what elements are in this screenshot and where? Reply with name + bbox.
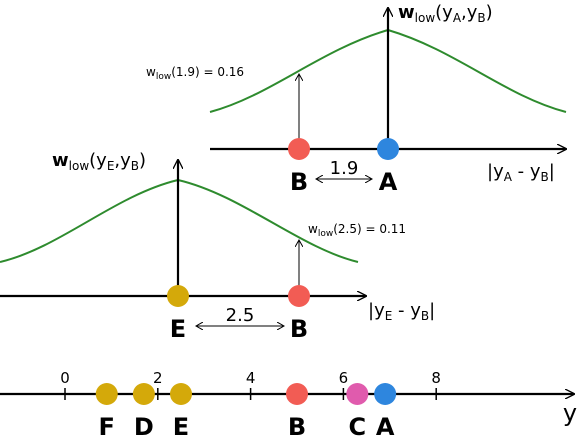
top-label-A: A: [379, 168, 398, 196]
number-line-tick-label: 4: [246, 369, 256, 387]
top-distance-label: 1.9: [330, 158, 359, 179]
top-weight-annotation: wlow(1.9) = 0.16: [146, 65, 244, 82]
bottom-weight-annotation: wlow(2.5) = 0.11: [308, 222, 406, 239]
number-line-point-label-F: F: [99, 413, 115, 440]
number-line-points: [95, 383, 397, 405]
number-line-point-C: [346, 383, 369, 405]
bottom-point-E: [167, 285, 189, 307]
number-line-point-label-A: A: [376, 413, 395, 440]
top-point-A: [377, 138, 399, 160]
bottom-point-B: [288, 285, 310, 307]
top-point-B: [288, 138, 310, 160]
number-line-tick-label: 8: [431, 369, 441, 387]
number-line-point-E: [170, 383, 192, 405]
number-line-ticks: 0 2 4 6 8: [60, 369, 441, 400]
bottom-y-axis-label: wlow(yE,yB): [52, 150, 146, 173]
top-x-axis-label: |yA - yB|: [487, 161, 555, 184]
number-line-point-F: [95, 383, 118, 405]
number-line-point-D: [132, 383, 155, 405]
number-line-axis-label: y: [563, 399, 577, 427]
number-line-point-label-E: E: [173, 413, 189, 440]
bottom-label-E: E: [170, 315, 186, 343]
bottom-panel: E B 2.5 wlow(yE,yB) |yE - yB| wlow(2.5) …: [0, 150, 435, 343]
top-panel: B A 1.9 wlow(yA,yB) |yA - yB| wlow(1.9) …: [146, 2, 566, 196]
top-y-axis-label: wlow(yA,yB): [398, 2, 493, 25]
number-line-point-label-D: D: [134, 413, 154, 440]
number-line-tick-label: 2: [153, 369, 163, 387]
number-line-point-label-B: B: [288, 413, 306, 440]
bottom-label-B: B: [290, 315, 308, 343]
number-line-point-A: [374, 383, 397, 405]
number-line-point-label-C: C: [349, 413, 367, 440]
number-line-tick-label: 6: [339, 369, 349, 387]
top-label-B: B: [290, 168, 308, 196]
number-line-tick-label: 0: [60, 369, 70, 387]
number-line-point-B: [286, 383, 308, 405]
bottom-distance-label: 2.5: [226, 305, 255, 326]
bottom-x-axis-label: |yE - yB|: [368, 300, 435, 323]
